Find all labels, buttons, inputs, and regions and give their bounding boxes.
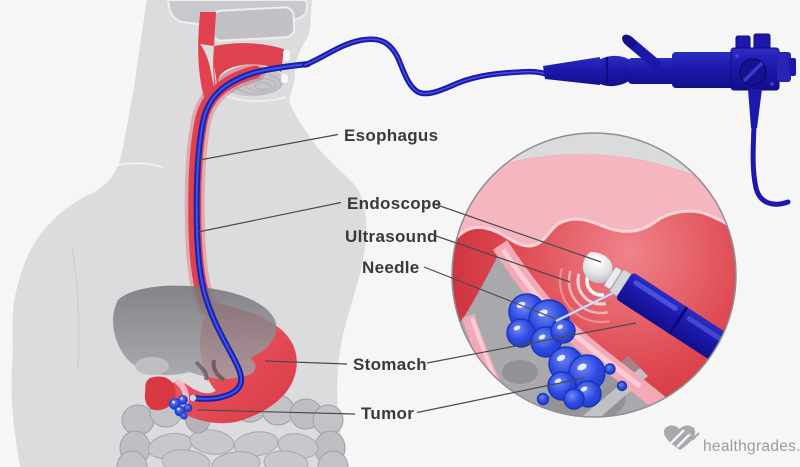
endoscope-shaft-inset	[582, 251, 732, 363]
leader-line-needle	[423, 266, 557, 320]
label-esophagus: Esophagus	[344, 126, 438, 145]
label-endoscope: Endoscope	[347, 194, 441, 213]
endoscope-handle	[543, 33, 796, 207]
palate-shape	[210, 6, 296, 42]
tooth-upper	[283, 50, 290, 61]
strain-relief-cone	[543, 57, 600, 85]
leader-line-tumor-left	[197, 409, 356, 415]
labels: Esophagus Endoscope Ultrasound Needle St…	[344, 126, 441, 423]
heart-icon	[663, 425, 700, 450]
healthgrades-logo: healthgrades.	[663, 425, 800, 455]
leader-line-stomach-right	[426, 322, 637, 364]
tooth-lower	[281, 74, 288, 83]
inset-mucosa-band	[452, 154, 736, 250]
transducer-collar	[604, 267, 622, 289]
chest-crease	[107, 162, 164, 169]
jaw-line	[224, 95, 287, 103]
handle-bulge	[590, 55, 636, 87]
pharynx-red	[198, 12, 284, 100]
control-head	[730, 33, 796, 91]
handle-body	[672, 52, 738, 88]
label-needle: Needle	[362, 258, 420, 277]
arm-crease	[71, 247, 80, 369]
endoscope-cable	[302, 36, 549, 97]
leader-line-esophagus	[193, 133, 339, 162]
label-ultrasound: Ultrasound	[345, 227, 438, 246]
logo-wordmark: healthgrades.	[703, 438, 800, 455]
label-stomach: Stomach	[353, 355, 427, 374]
connector	[777, 52, 791, 82]
portal-vessels	[194, 359, 226, 382]
grip-tail	[748, 89, 762, 128]
antrum-shape	[144, 376, 176, 411]
inset-mucosa-highlight	[452, 209, 736, 251]
leader-line-endoscope-right	[432, 202, 602, 263]
umbilical-cable	[750, 123, 791, 207]
leader-lines	[193, 133, 637, 415]
label-tumor: Tumor	[361, 404, 414, 423]
leader-line-ultrasound	[435, 235, 571, 283]
leader-line-endoscope-left	[197, 201, 342, 233]
endoscope-tip	[189, 394, 197, 402]
tumor-cluster-inset	[506, 293, 628, 410]
transducer-collar-2	[609, 269, 631, 296]
needle-line	[555, 287, 622, 323]
tumor-primary	[169, 395, 193, 420]
liver-shape	[113, 285, 277, 382]
transducer-tip	[582, 251, 613, 284]
inset-circle	[451, 132, 737, 418]
leader-line-tumor-right	[416, 377, 585, 414]
inset-border	[451, 132, 737, 418]
gallbladder-shape	[135, 357, 169, 375]
endoscope-tube	[189, 61, 311, 402]
biopsy-port	[622, 34, 661, 69]
leader-line-stomach-left	[264, 360, 348, 365]
